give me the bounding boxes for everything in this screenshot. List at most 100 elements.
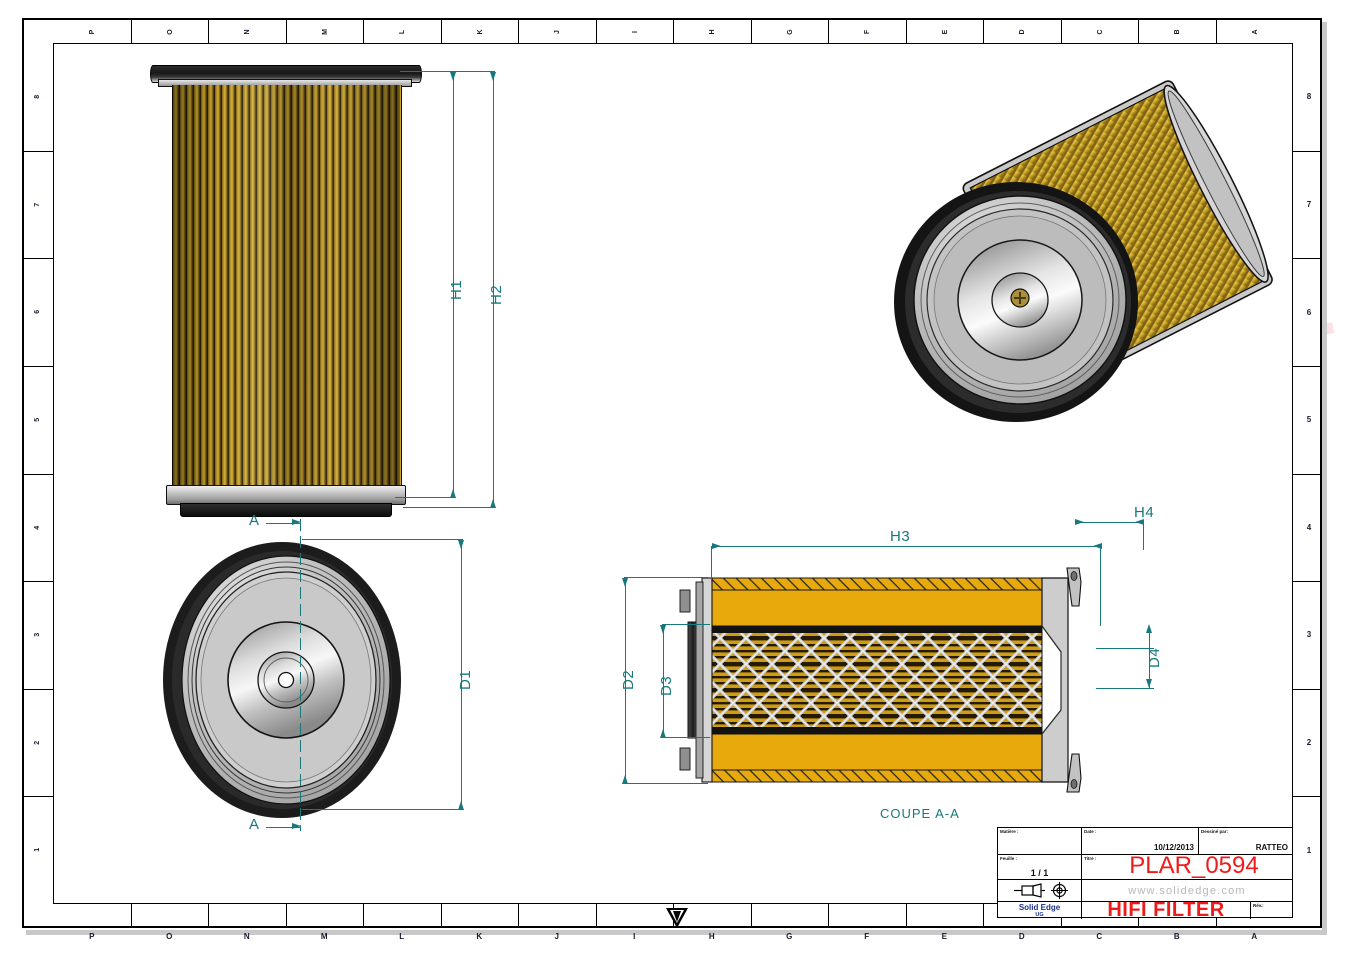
dimension-D1-label: D1 — [457, 669, 474, 690]
frame-column-bottom-B: B — [1173, 931, 1180, 941]
dimension-H2-label: H1 — [448, 279, 465, 300]
drawn-by-cell: Dessiné par: RATTEO — [1199, 828, 1292, 854]
frame-tick-right-1 — [1293, 150, 1321, 152]
title-label: Titre : — [1084, 856, 1097, 861]
frame-row-right-1: 1 — [1306, 845, 1312, 855]
frame-column-top-I: I — [630, 31, 638, 33]
frame-row-left-1: 1 — [34, 848, 42, 853]
frame-tick-top-6 — [518, 20, 519, 43]
frame-row-right-3: 3 — [1306, 630, 1312, 640]
title-cell: Titre : PLAR_0594 — [1082, 852, 1292, 879]
frame-tick-left-1 — [24, 150, 53, 152]
material-cell: Matière : — [998, 828, 1082, 854]
center-line-vertical — [300, 519, 301, 831]
frame-row-left-2: 2 — [34, 740, 42, 745]
frame-column-bottom-G: G — [786, 931, 793, 941]
drawing-inner-frame — [53, 43, 1293, 904]
frame-tick-top-14 — [1138, 20, 1139, 43]
material-label: Matière : — [1000, 829, 1019, 834]
sheet-value: 1 / 1 — [1030, 868, 1049, 878]
frame-tick-bottom-4 — [363, 904, 364, 926]
company-name: HIFI FILTER — [1107, 899, 1225, 921]
title-block-row-3: www.solidedge.com — [998, 880, 1292, 902]
dimension-D3-label: D3 — [658, 675, 675, 696]
title-block-row-1: Matière : Date : 10/12/2013 Dessiné par:… — [998, 828, 1292, 855]
date-label: Date : — [1084, 829, 1097, 834]
revision-cell: Rév.: — [1251, 902, 1292, 919]
frame-tick-bottom-2 — [208, 904, 209, 926]
frame-tick-top-5 — [440, 20, 442, 43]
frame-column-bottom-N: N — [243, 931, 250, 941]
frame-tick-bottom-6 — [518, 904, 519, 926]
frame-column-bottom-M: M — [320, 931, 328, 941]
sheet-label: Feuille : — [1000, 856, 1018, 861]
frame-column-top-L: L — [398, 29, 406, 35]
frame-column-bottom-J: J — [554, 931, 559, 941]
frame-tick-bottom-3 — [285, 904, 287, 926]
frame-column-bottom-K: K — [476, 931, 483, 941]
frame-tick-top-8 — [673, 20, 674, 43]
dimension-H4-label: H4 — [1134, 504, 1155, 521]
company-cell: HIFI FILTER — [1082, 899, 1251, 921]
frame-row-right-8: 8 — [1306, 92, 1312, 102]
frame-tick-left-7 — [24, 796, 53, 798]
view-section-coupe-aa — [668, 560, 1118, 800]
frame-row-left-4: 4 — [34, 525, 42, 530]
frame-row-left-6: 6 — [34, 310, 42, 315]
frame-tick-right-4 — [1293, 473, 1321, 475]
projection-target-icon — [1050, 882, 1068, 899]
frame-tick-top-1 — [130, 20, 132, 43]
view-isometric-3d — [890, 60, 1290, 480]
frame-tick-right-3 — [1293, 365, 1321, 367]
frame-tick-left-6 — [24, 688, 53, 690]
frame-tick-top-9 — [750, 20, 752, 43]
frame-column-bottom-F: F — [864, 931, 870, 941]
frame-row-left-3: 3 — [34, 632, 42, 637]
frame-tick-bottom-10 — [828, 904, 829, 926]
section-view-label: COUPE A-A — [880, 806, 960, 821]
frame-column-top-N: N — [243, 29, 251, 35]
frame-column-bottom-P: P — [89, 931, 95, 941]
bottom-end-cap-seal — [180, 503, 392, 517]
frame-column-bottom-A: A — [1251, 931, 1258, 941]
frame-tick-top-10 — [828, 20, 829, 43]
pleated-media-body — [172, 85, 402, 487]
sheet-cell: Feuille : 1 / 1 — [998, 855, 1082, 879]
sheet-shadow-right — [1322, 22, 1327, 935]
frame-tick-left-2 — [24, 258, 53, 260]
frame-tick-left-4 — [24, 473, 53, 475]
frame-tick-top-2 — [208, 20, 209, 43]
frame-tick-top-4 — [363, 20, 364, 43]
first-angle-projection-icon — [1013, 883, 1045, 898]
frame-tick-top-13 — [1060, 20, 1062, 43]
frame-tick-top-15 — [1215, 20, 1217, 43]
part-number-title: PLAR_0594 — [1129, 852, 1259, 879]
url-cell[interactable]: www.solidedge.com — [1082, 880, 1292, 901]
frame-column-bottom-L: L — [399, 931, 405, 941]
frame-tick-right-6 — [1293, 688, 1321, 690]
frame-tick-top-11 — [905, 20, 907, 43]
frame-tick-bottom-5 — [440, 904, 442, 926]
title-block-row-4: Solid Edge UG HIFI FILTER Rév.: — [998, 899, 1292, 921]
solidedge-url[interactable]: www.solidedge.com — [1128, 884, 1246, 897]
frame-tick-right-7 — [1293, 796, 1321, 798]
frame-row-left-8: 8 — [34, 94, 42, 99]
drawn-by-label: Dessiné par: — [1201, 829, 1229, 834]
frame-row-right-5: 5 — [1306, 415, 1312, 425]
date-cell: Date : 10/12/2013 — [1082, 828, 1199, 854]
pleated-media-shading — [172, 85, 400, 487]
frame-row-right-4: 4 — [1306, 522, 1312, 532]
title-block: Matière : Date : 10/12/2013 Dessiné par:… — [997, 827, 1293, 921]
frame-column-top-K: K — [475, 29, 483, 35]
frame-row-left-5: 5 — [34, 417, 42, 422]
frame-tick-bottom-11 — [905, 904, 907, 926]
frame-row-right-7: 7 — [1306, 199, 1312, 209]
revision-label: Rév.: — [1253, 903, 1264, 908]
frame-row-right-6: 6 — [1306, 307, 1312, 317]
dimension-H1-label: H2 — [488, 284, 505, 305]
frame-column-bottom-H: H — [708, 931, 715, 941]
frame-column-bottom-D: D — [1018, 931, 1025, 941]
frame-tick-bottom-12 — [983, 904, 984, 926]
frame-column-top-M: M — [320, 29, 328, 35]
frame-column-top-P: P — [88, 29, 96, 35]
